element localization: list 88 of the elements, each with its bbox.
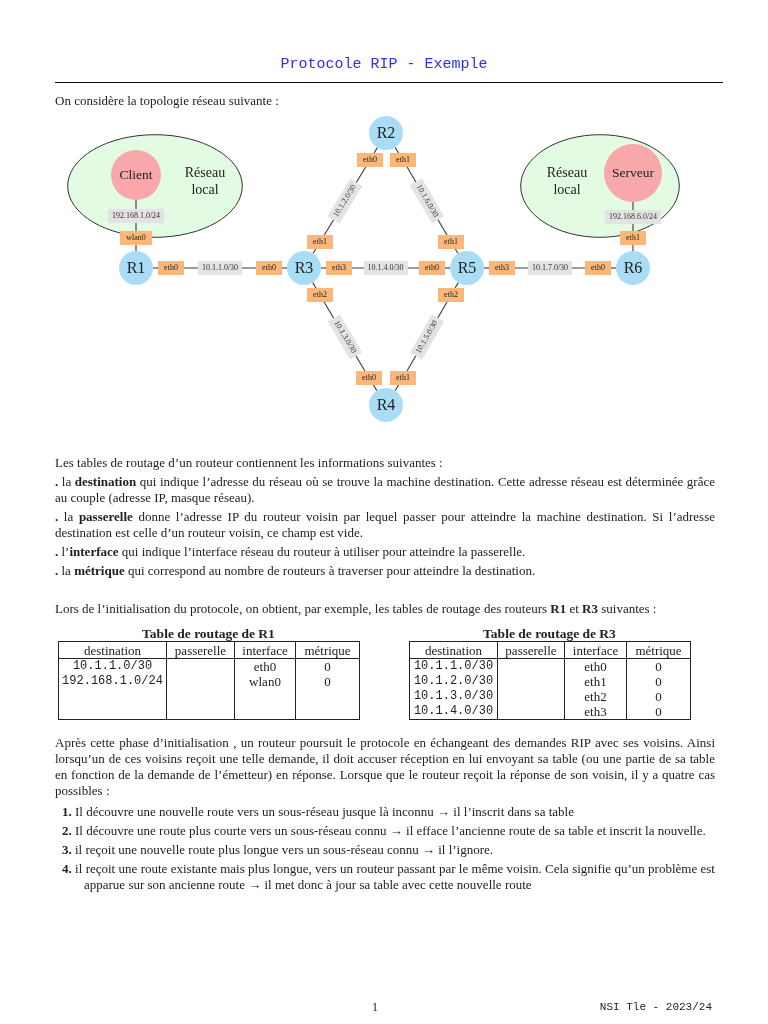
link-line: [483, 267, 490, 269]
column-header: métrique: [295, 641, 360, 659]
interface-name: eth0: [234, 658, 296, 674]
subnet-label: 10.1.4.0/30: [363, 261, 408, 275]
bullet-item: . la métrique qui correspond au nombre de routeurs à traverser pour atteindre la destination.: [55, 563, 537, 579]
intro-text: On considère la topologie réseau suivante :: [55, 93, 279, 109]
link-line: [454, 282, 459, 289]
interface-tag: eth2: [307, 288, 333, 302]
column-header: métrique: [626, 641, 691, 659]
link-line: [281, 267, 288, 269]
link-line: [135, 244, 137, 252]
network-address: 10.1.1.0/30: [58, 658, 167, 674]
link-line: [610, 267, 617, 269]
interface-tag: eth0: [158, 261, 184, 275]
link-line: [312, 282, 317, 289]
interface-name: eth2: [564, 689, 627, 704]
table-title: Table de routage de R1: [142, 626, 275, 642]
bullet-item: . la destination qui indique l’adresse du réseau où se trouve la machine destination. Cette adresse réseau est déterminée grâce au couple (adresse IP, masque réseau).: [55, 474, 715, 506]
link-line: [444, 267, 451, 269]
page-title: Protocole RIP - Exemple: [280, 56, 488, 74]
interface-tag: eth1: [307, 235, 333, 249]
interface-tag: wlan0: [120, 231, 152, 245]
interface-tag: eth1: [620, 231, 646, 245]
numbered-item: 4. il reçoit une route existante mais plus longue, vers un routeur passant par le même voisin. Cela signifie qu’un problème est apparue sur son ancienne route → il met donc à jour sa table avec cette nouvelle route: [61, 861, 715, 893]
interface-name: eth0: [564, 658, 627, 674]
interface-tag: eth1: [390, 371, 416, 385]
link-line: [394, 384, 400, 392]
column-header: interface: [564, 641, 627, 659]
local-network-ellipse: [520, 134, 680, 238]
interface-tag: eth0: [356, 371, 382, 385]
interface-name: eth3: [564, 704, 627, 720]
network-label: Réseau local: [184, 164, 226, 198]
network-address: 10.1.2.0/30: [409, 674, 498, 689]
network-label: Réseau local: [546, 164, 588, 198]
bullet-item: . l’interface qui indique l’interface réseau du routeur à utiliser pour atteindre la passerelle.: [55, 544, 527, 560]
link-line: [152, 267, 159, 269]
column-header: passerelle: [497, 641, 565, 659]
local-network-ellipse: [67, 134, 243, 238]
footer-text: NSI Tle - 2023/24: [599, 1000, 712, 1014]
interface-name: wlan0: [234, 674, 296, 689]
interface-tag: eth0: [357, 153, 383, 167]
interface-tag: eth0: [419, 261, 445, 275]
router-circle: R4: [369, 388, 403, 422]
network-address: 10.1.3.0/30: [409, 689, 498, 704]
column-header: interface: [234, 641, 296, 659]
interface-tag: eth0: [585, 261, 611, 275]
link-line: [312, 248, 317, 255]
link-line: [320, 267, 327, 269]
router-circle: R3: [287, 251, 321, 285]
metric-value: 0: [626, 674, 691, 689]
link-line: [373, 147, 378, 154]
network-address: 10.1.4.0/30: [409, 704, 498, 720]
subnet-label: 10.1.7.0/30: [527, 261, 573, 275]
interface-tag: eth1: [390, 153, 416, 167]
metric-value: 0: [295, 658, 360, 674]
router-circle: R1: [119, 251, 153, 285]
metric-value: 0: [626, 689, 691, 704]
numbered-item: 3. il reçoit une nouvelle route plus longue vers un sous-réseau connu → il l’ignore.: [61, 842, 495, 858]
numbered-item: 1. Il découvre une nouvelle route vers un sous-réseau jusque là inconnu → il l’inscrit dans sa table: [61, 804, 575, 820]
network-address: 192.168.1.0/24: [58, 674, 167, 689]
table-title: Table de routage de R3: [483, 626, 616, 642]
interface-name: eth1: [564, 674, 627, 689]
interface-tag: eth1: [438, 235, 464, 249]
column-header: destination: [409, 641, 498, 659]
paragraph: Après cette phase d’initialisation , un routeur poursuit le protocole en échangeant des demandes RIP avec ses voisins. Ainsi lorsqu’un de ces voisins reçoit une telle demande, il doit accuser réception en lui envoyant sa table (ou une partie de sa table en fonction de la demande de l’émetteur) en réponse. Lorsque que le routeur reçoit la réponse de son voisin, il y a quatre cas possibles :: [55, 735, 715, 799]
interface-tag: eth3: [326, 261, 352, 275]
interface-tag: eth3: [489, 261, 515, 275]
column-header: destination: [58, 641, 167, 659]
page-number: 1: [372, 1000, 378, 1014]
router-circle: R2: [369, 116, 403, 150]
link-line: [372, 384, 378, 392]
router-circle: R5: [450, 251, 484, 285]
intro-text: Lors de l’initialisation du protocole, on obtient, par exemple, les tables de routage des routeurs R1 et R3 suivantes :: [55, 601, 658, 617]
network-address: 10.1.1.0/30: [409, 658, 498, 674]
metric-value: 0: [295, 674, 360, 689]
bullet-item: . la passerelle donne l’adresse IP du routeur voisin par lequel passer pour atteindre la machine destination. Si l’adresse destination est celle d’un routeur voisin, ce champ est vide.: [55, 509, 715, 541]
router-circle: R6: [616, 251, 650, 285]
interface-tag: eth0: [256, 261, 282, 275]
numbered-item: 2. Il découvre une route plus courte vers un sous-réseau connu → il efface l’ancienne route de sa table et inscrit la nouvelle.: [61, 823, 707, 839]
link-line: [454, 248, 459, 255]
subnet-label: 10.1.1.0/30: [197, 261, 243, 275]
link-line: [632, 244, 634, 252]
metric-value: 0: [626, 658, 691, 674]
intro-text: Les tables de routage d’un routeur contiennent les informations suivantes :: [55, 455, 444, 471]
interface-tag: eth2: [438, 288, 464, 302]
column-header: passerelle: [166, 641, 235, 659]
metric-value: 0: [626, 704, 691, 720]
link-line: [394, 146, 400, 154]
